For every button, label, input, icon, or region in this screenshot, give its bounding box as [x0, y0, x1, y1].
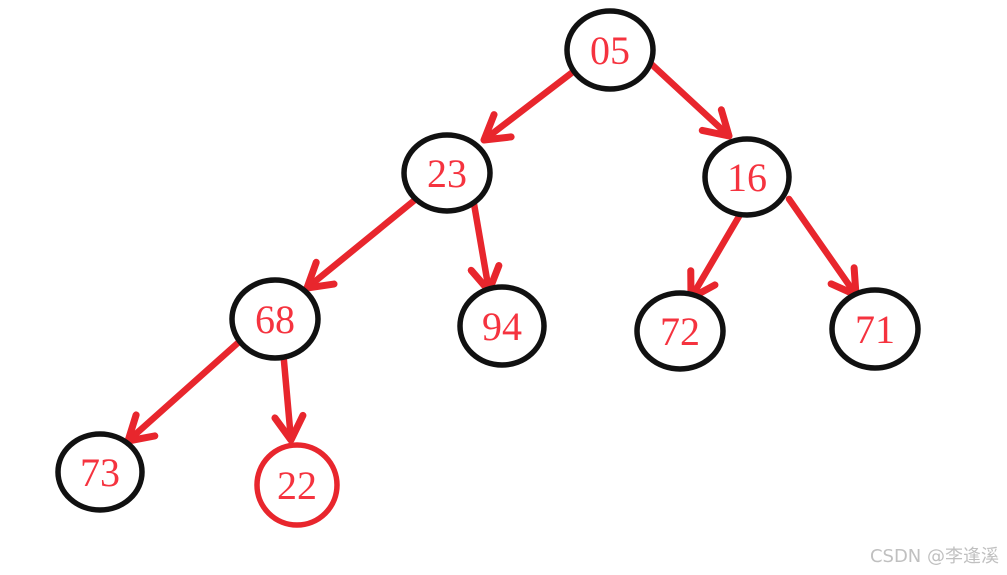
- edge-arrow-05-16: [644, 57, 733, 140]
- node-circle: [55, 431, 145, 513]
- node-label: 71: [855, 307, 895, 352]
- node-circle: [829, 287, 921, 371]
- edge-arrow-05-23: [480, 64, 582, 144]
- tree-node-73: 73: [55, 431, 145, 513]
- edge-arrow-68-22: [271, 346, 307, 444]
- node-label: 22: [277, 463, 317, 508]
- edge-arrow-23-68: [303, 195, 420, 292]
- tree-node-22: 22: [254, 442, 340, 528]
- tree-node-16: 16: [702, 136, 792, 218]
- edge-arrow-16-72: [687, 209, 745, 302]
- edge-arrow-23-94: [467, 194, 503, 295]
- tree-node-05: 05: [564, 8, 656, 92]
- node-label: 05: [590, 28, 630, 73]
- node-circle: [702, 136, 792, 218]
- node-label: 72: [660, 309, 700, 354]
- node-circle: [229, 277, 321, 361]
- node-circle-highlighted: [254, 442, 340, 528]
- tree-node-68: 68: [229, 277, 321, 361]
- node-label: 23: [427, 151, 467, 196]
- node-label: 68: [255, 297, 295, 342]
- node-circle: [564, 8, 656, 92]
- node-circle: [634, 290, 726, 372]
- tree-node-23: 23: [401, 132, 493, 214]
- node-label: 16: [727, 155, 767, 200]
- edge-arrow-16-71: [785, 195, 860, 299]
- node-label: 73: [80, 450, 120, 495]
- edge-arrow-68-73: [124, 337, 244, 445]
- tree-node-94: 94: [457, 284, 547, 368]
- tree-node-71: 71: [829, 287, 921, 371]
- node-label: 94: [482, 304, 522, 349]
- tree-node-72: 72: [634, 290, 726, 372]
- node-circle: [401, 132, 493, 214]
- watermark: CSDN @李逢溪: [870, 546, 999, 567]
- node-circle: [457, 284, 547, 368]
